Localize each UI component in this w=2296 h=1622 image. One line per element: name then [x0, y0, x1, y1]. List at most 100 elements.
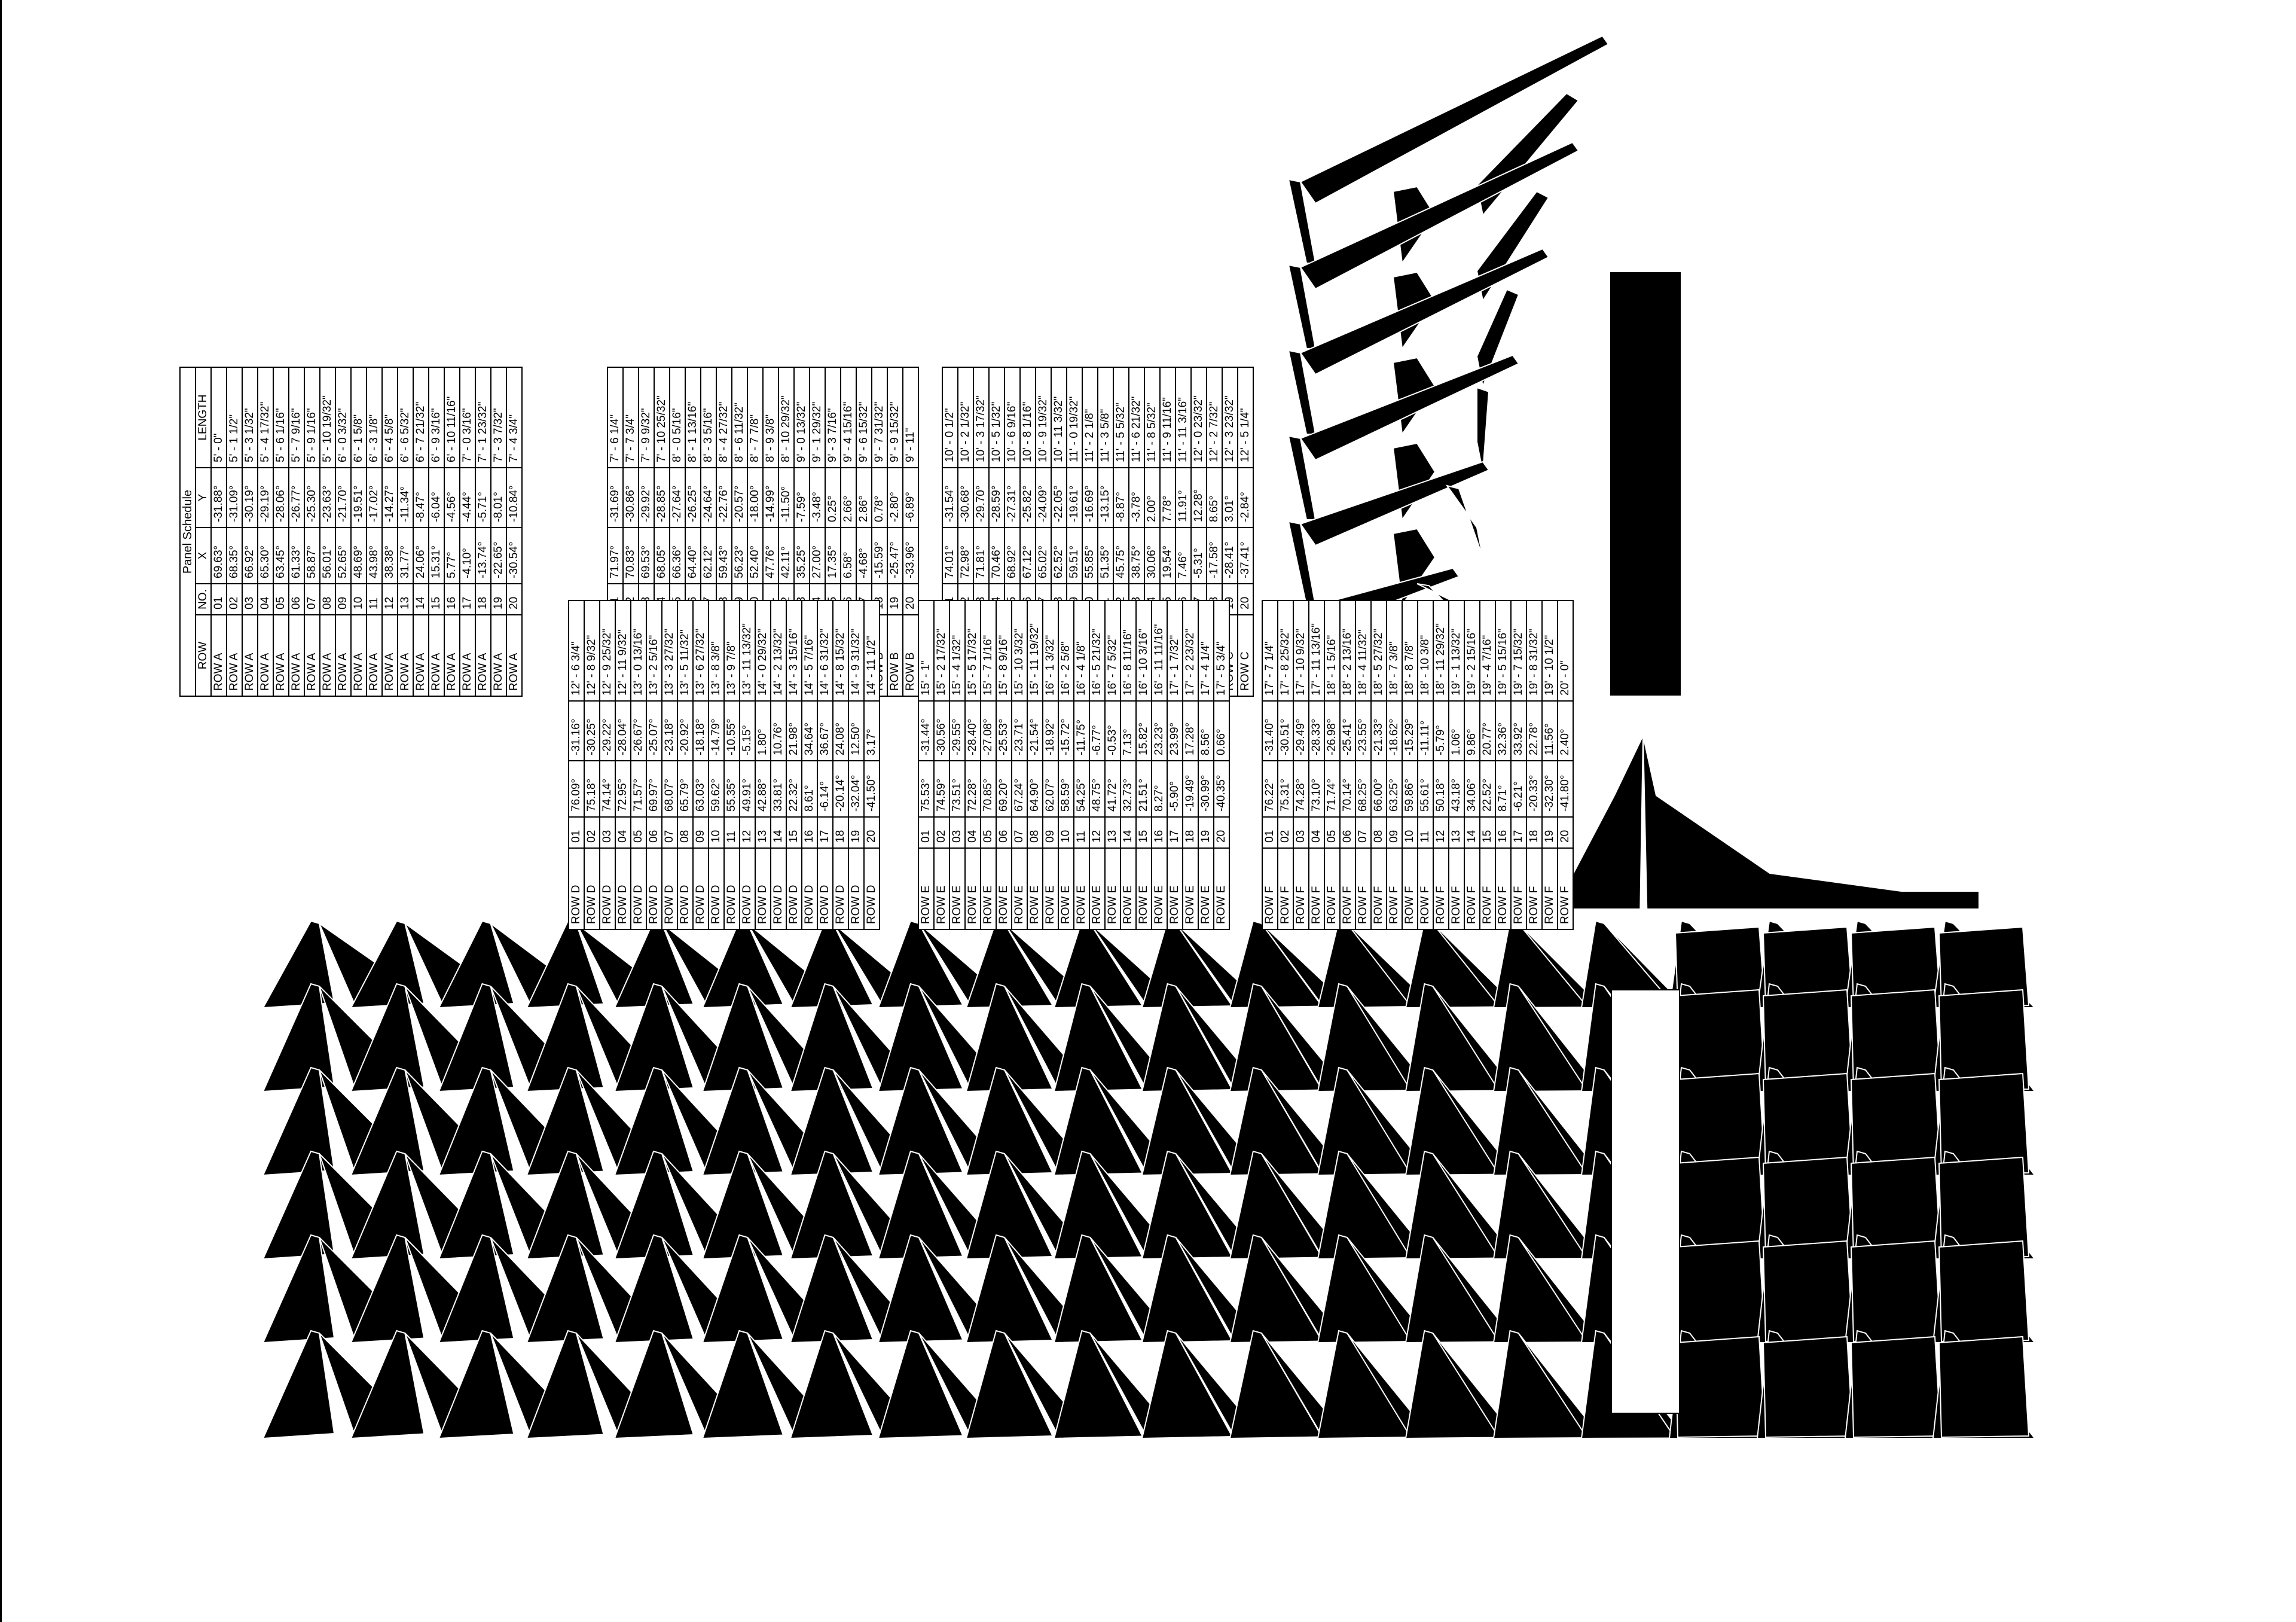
cell-x: -32.30° [1542, 761, 1558, 817]
cell-y: -23.55° [1355, 701, 1371, 761]
cell-length: 6' - 10 11/16" [444, 367, 460, 468]
cell-x: -13.74° [475, 528, 491, 584]
cell-length: 16' - 10 3/16" [1136, 600, 1152, 701]
cell-no: 07 [1355, 817, 1371, 848]
cell-length: 11' - 0 19/32" [1067, 367, 1082, 468]
cell-length: 10' - 9 19/32" [1036, 367, 1051, 468]
cell-length: 10' - 5 1/32" [989, 367, 1004, 468]
cell-y: -25.41° [1340, 701, 1355, 761]
cell-y: -18.00° [747, 468, 763, 528]
cell-length: 5' - 4 17/32" [258, 367, 273, 468]
cell-length: 11' - 2 1/8" [1082, 367, 1098, 468]
cell-no: 06 [1340, 817, 1355, 848]
cell-x: 58.59° [1058, 761, 1074, 817]
cell-y: -28.33° [1309, 701, 1324, 761]
cell-y: -29.92° [639, 468, 654, 528]
cell-row: ROW B [903, 615, 918, 696]
cell-x: 48.69° [351, 528, 367, 584]
cell-x: 47.76° [763, 528, 778, 584]
cell-no: 07 [304, 584, 320, 615]
cell-length: 12' - 2 7/32" [1207, 367, 1222, 468]
cell-x: -6.14° [817, 761, 833, 817]
elevation-panel-fold [1938, 926, 2030, 1008]
section-panel-arm [1299, 35, 1610, 205]
cell-no: 16 [444, 584, 460, 615]
cell-x: 65.02° [1036, 528, 1051, 584]
cell-row: ROW F [1495, 848, 1511, 929]
cell-row: ROW E [1058, 848, 1074, 929]
cell-x: -4.10° [460, 528, 475, 584]
elevation-panel [1317, 1330, 1413, 1440]
cell-row: ROW A [320, 615, 335, 696]
cell-y: -11.75° [1074, 701, 1089, 761]
elevation-panel [1229, 920, 1324, 1009]
cell-x: 70.14° [1340, 761, 1355, 817]
cell-no: 05 [1324, 817, 1340, 848]
cell-x: 34.06° [1464, 761, 1480, 817]
cell-row: ROW A [367, 615, 382, 696]
cell-x: 71.81° [973, 528, 989, 584]
cell-y: 17.28° [1183, 701, 1198, 761]
cell-no: 10 [1058, 817, 1074, 848]
cell-no: 06 [289, 584, 304, 615]
cell-x: 19.54° [1160, 528, 1176, 584]
cell-no: 20 [903, 584, 918, 615]
cell-length: 20' - 0" [1558, 600, 1573, 701]
cell-x: -33.96° [903, 528, 918, 584]
cell-x: 65.79° [677, 761, 693, 817]
cell-y: 23.23° [1152, 701, 1167, 761]
cell-x: -15.59° [872, 528, 887, 584]
cell-no: 02 [1278, 817, 1293, 848]
cell-length: 11' - 6 21/32" [1129, 367, 1144, 468]
cell-y: -30.19° [242, 468, 258, 528]
elevation-column [1611, 989, 1680, 1414]
cell-no: 06 [996, 817, 1012, 848]
cell-no: 16 [1152, 817, 1167, 848]
cell-x: 43.18° [1449, 761, 1464, 817]
cell-length: 14' - 5 7/16" [802, 600, 817, 701]
cell-no: 09 [693, 817, 709, 848]
cell-y: -4.56° [444, 468, 460, 528]
cell-y: -21.33° [1371, 701, 1387, 761]
cell-row: ROW F [1278, 848, 1293, 929]
cell-length: 19' - 2 15/16" [1464, 600, 1480, 701]
side-section-view [1287, 35, 1610, 693]
cell-y: 11.91° [1176, 468, 1191, 528]
cell-y: -25.07° [646, 701, 662, 761]
cell-length: 6' - 7 21/32" [413, 367, 429, 468]
cell-no: 09 [335, 584, 351, 615]
cell-length: 12' - 5 1/4" [1238, 367, 1253, 468]
cell-y: 15.82° [1136, 701, 1152, 761]
cell-row: ROW E [1105, 848, 1120, 929]
cell-no: 04 [1309, 817, 1324, 848]
cell-row: ROW C [1238, 615, 1253, 696]
cell-length: 8' - 4 27/32" [716, 367, 732, 468]
cell-y: 7.78° [1160, 468, 1176, 528]
cell-no: 18 [833, 817, 848, 848]
cell-y: 2.00° [1144, 468, 1160, 528]
cell-length: 13' - 2 5/16" [646, 600, 662, 701]
cell-y: 22.78° [1526, 701, 1542, 761]
cell-length: 13' - 8 3/8" [709, 600, 724, 701]
cell-length: 5' - 3 1/32" [242, 367, 258, 468]
cell-y: 2.66° [841, 468, 856, 528]
cell-row: ROW D [864, 848, 880, 929]
cell-x: 74.59° [934, 761, 949, 817]
section-panel-arm [1299, 248, 1550, 376]
section-panel-arm [1299, 461, 1490, 547]
cell-y: -10.55° [724, 701, 740, 761]
cell-x: 74.14° [600, 761, 615, 817]
cell-no: 16 [1495, 817, 1511, 848]
cell-no: 04 [615, 817, 631, 848]
